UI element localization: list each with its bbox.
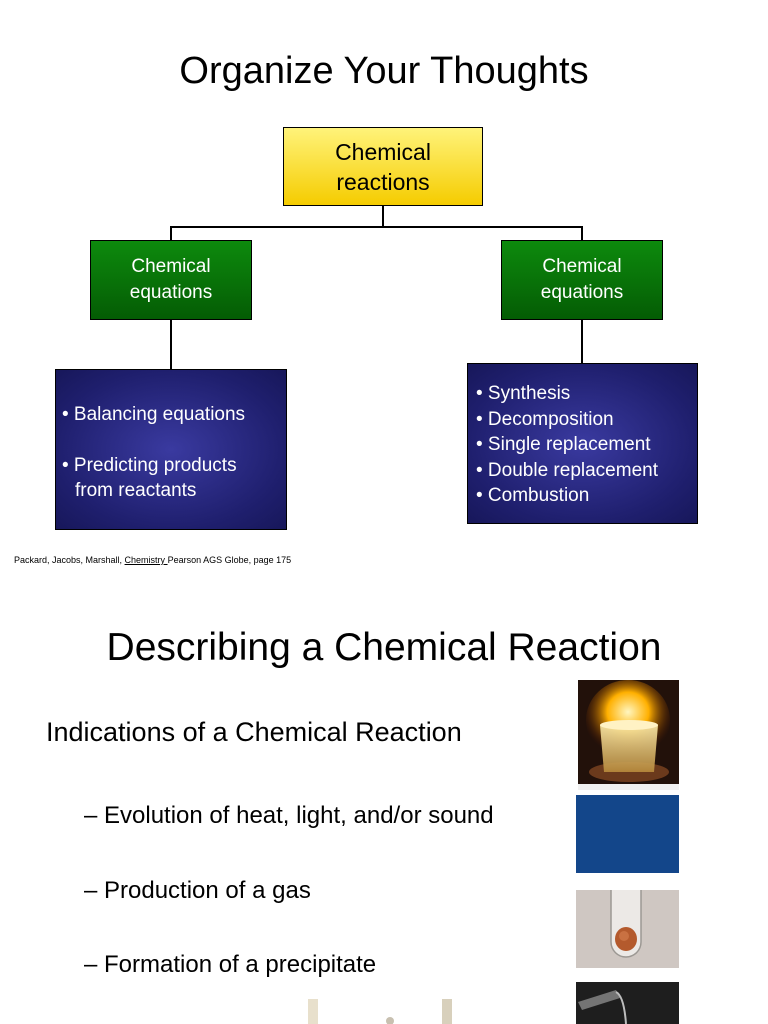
branch-right-line1: Chemical xyxy=(542,256,622,277)
connector-right-down xyxy=(581,226,583,241)
reaction-type-item: • Double replacement xyxy=(476,459,658,481)
blue-solution-photo xyxy=(576,795,679,873)
indication-bullet: – Formation of a precipitate xyxy=(84,951,377,978)
leaf-node-left: • Balancing equations • Predicting produ… xyxy=(55,369,287,530)
reaction-type-item: • Decomposition xyxy=(476,408,614,430)
connector-right-leaf xyxy=(581,320,583,364)
slide-title-describing: Describing a Chemical Reaction xyxy=(106,626,662,669)
citation: Packard, Jacobs, Marshall, Chemistry Pea… xyxy=(14,555,291,565)
citation-publisher: Pearson AGS Globe, page 175 xyxy=(167,555,292,565)
connector-left-leaf xyxy=(170,320,172,370)
indication-bullet: – Production of a gas xyxy=(84,877,311,904)
pouring-liquid-photo xyxy=(576,982,679,1024)
branch-left-line2: equations xyxy=(129,282,213,303)
root-node-chemical-reactions: Chemical reactions xyxy=(283,127,483,206)
connector-horizontal xyxy=(170,226,583,228)
root-node-line1: Chemical xyxy=(335,138,431,165)
reaction-type-item: • Combustion xyxy=(476,485,590,507)
branch-left-line1: Chemical xyxy=(131,256,211,277)
connector-left-down xyxy=(170,226,172,241)
indication-bullet: – Evolution of heat, light, and/or sound xyxy=(84,802,494,829)
cylinder-partial-photo xyxy=(308,999,452,1024)
branch-node-right: Chemical equations xyxy=(501,240,663,320)
citation-book-title: Chemistry xyxy=(124,555,168,565)
slide-title-organize: Organize Your Thoughts xyxy=(179,50,589,92)
root-node-line2: reactions xyxy=(336,168,430,195)
leaf-left-item-0: • Balancing equations xyxy=(62,404,246,425)
penny-test-tube-photo xyxy=(576,890,679,968)
reaction-types-list: • Synthesis • Decomposition • Single rep… xyxy=(476,381,658,509)
connector-root-down xyxy=(382,206,384,227)
leaf-left-item-1-cont: from reactants xyxy=(75,480,197,501)
reaction-type-item: • Single replacement xyxy=(476,434,651,456)
slide-subtitle: Indications of a Chemical Reaction xyxy=(46,717,462,747)
leaf-left-item-1: • Predicting products xyxy=(62,455,237,476)
branch-right-line2: equations xyxy=(540,282,624,303)
citation-authors: Packard, Jacobs, Marshall, xyxy=(14,555,125,565)
flame-beaker-photo xyxy=(578,680,679,790)
branch-node-left: Chemical equations xyxy=(90,240,252,320)
leaf-node-right: • Synthesis • Decomposition • Single rep… xyxy=(467,363,698,524)
reaction-type-item: • Synthesis xyxy=(476,383,571,404)
